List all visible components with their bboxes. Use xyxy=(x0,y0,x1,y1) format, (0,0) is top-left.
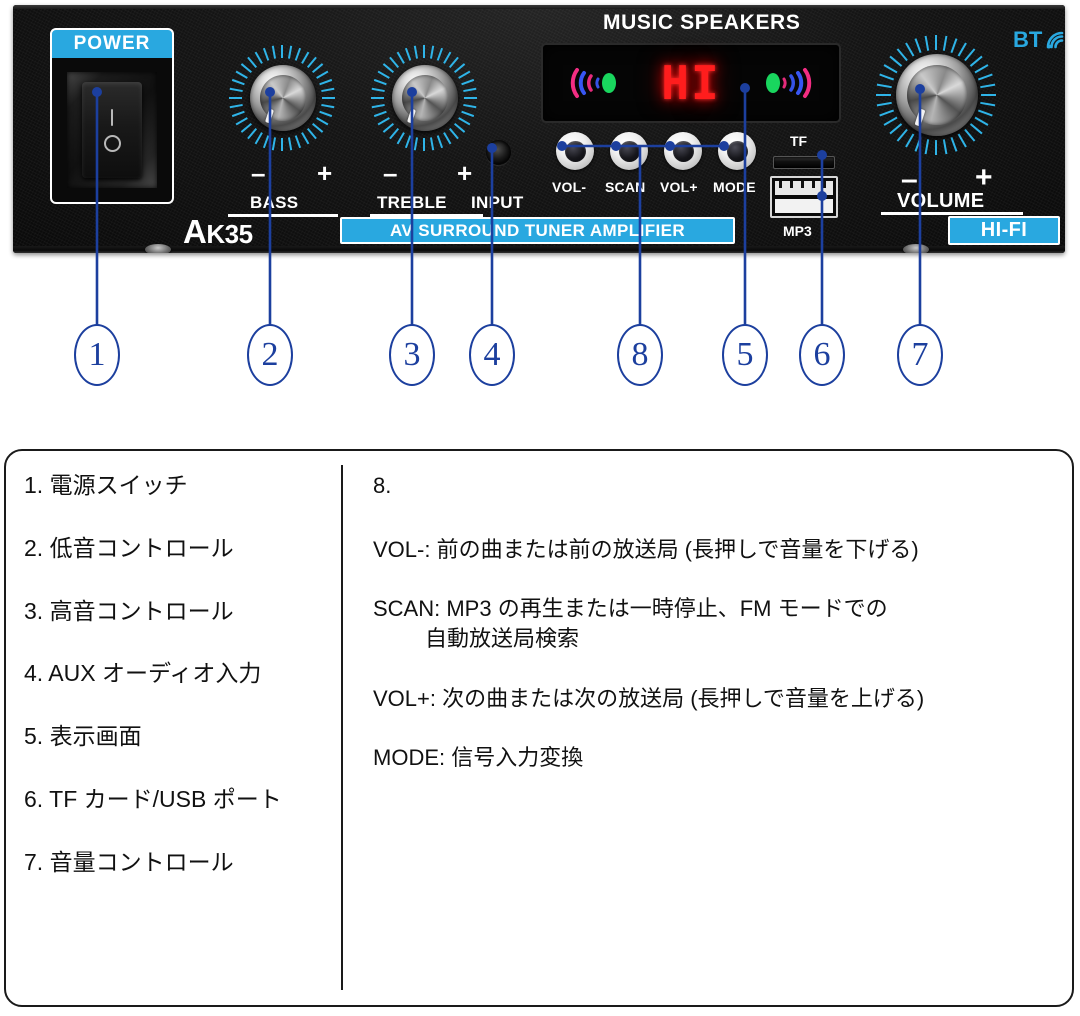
bt-signal-icon xyxy=(1047,31,1064,49)
tf-label: TF xyxy=(790,133,808,149)
power-rocker-switch[interactable] xyxy=(82,82,142,178)
legend-right-item-line1: MODE: 信号入力変換 xyxy=(373,745,584,771)
legend-right-item-line1: VOL-: 前の曲または前の放送局 (長押しで音量を下げる) xyxy=(373,536,919,562)
bass-underline xyxy=(228,214,338,217)
treble-minus-icon: – xyxy=(383,158,398,188)
panel-texture xyxy=(13,5,1065,253)
scan-button[interactable] xyxy=(610,132,648,170)
vol-up-button-label: VOL+ xyxy=(660,179,698,195)
legend-left-item: 5. 表示画面 xyxy=(24,723,142,749)
amplifier-front-panel: POWER – + BASS – + TREBLE xyxy=(13,5,1065,253)
panel-foot-right xyxy=(903,244,929,253)
legend-left-item: 7. 音量コントロール xyxy=(24,848,234,875)
panel-bottom-edge xyxy=(13,246,1065,253)
volume-plus-icon: + xyxy=(975,161,993,194)
power-off-icon xyxy=(103,134,121,152)
bass-knob[interactable] xyxy=(228,43,338,153)
input-label: INPUT xyxy=(471,193,524,212)
legend-box: 1. 電源スイッチ 2. 低音コントロール 3. 高音コントロール 4. AUX オー… xyxy=(4,449,1074,1007)
volume-knob-ticks xyxy=(875,33,999,157)
legend-right-column: 8. VOL-: 前の曲または前の放送局 (長押しで音量を下げる) SCAN: M… xyxy=(373,471,1053,803)
usb-slot-bottom xyxy=(775,199,833,213)
av-surround-banner: AV SURROUND TUNER AMPLIFIER xyxy=(340,217,735,244)
music-speakers-title: MUSIC SPEAKERS xyxy=(603,11,801,34)
volume-knob[interactable] xyxy=(875,33,999,157)
legend-left-item: 1. 電源スイッチ xyxy=(24,472,188,498)
sound-wave-left-icon xyxy=(557,60,619,106)
power-label: POWER xyxy=(50,28,174,60)
usb-tongue xyxy=(775,181,833,195)
vol-down-button-label: VOL- xyxy=(552,179,587,195)
power-on-icon xyxy=(111,108,113,126)
legend-left-list: 1. 電源スイッチ 2. 低音コントロール 3. 高音コントロール 4. AUX オー… xyxy=(24,471,334,876)
hifi-banner: HI-FI xyxy=(948,216,1060,245)
power-switch-block[interactable]: POWER xyxy=(50,28,174,204)
treble-knob-cap[interactable] xyxy=(392,65,458,131)
callout-leader-lines xyxy=(92,83,925,325)
bass-knob-ticks xyxy=(228,43,338,153)
power-switch-frame[interactable] xyxy=(50,58,174,204)
bass-plus-icon: + xyxy=(317,158,333,188)
bass-minus-icon: – xyxy=(251,158,266,188)
legend-left-item: 4. AUX オーディオ入力 xyxy=(24,660,262,687)
legend-right-item-line1: VOL+: 次の曲または次の放送局 (長押しで音量を上げる) xyxy=(373,685,925,711)
legend-right-item-line2: 自動放送局検索 xyxy=(425,626,580,652)
treble-plus-icon: + xyxy=(457,158,473,188)
legend-right-item: VOL-: 前の曲または前の放送局 (長押しで音量を下げる) xyxy=(373,535,1053,565)
bass-label: BASS xyxy=(250,193,299,212)
bt-label: BT xyxy=(1013,27,1043,52)
led-display-screen: HI xyxy=(541,43,841,123)
sound-wave-right-icon xyxy=(763,60,825,106)
mp3-label: MP3 xyxy=(783,223,812,239)
treble-underline xyxy=(370,214,483,217)
legend-right-item: MODE: 信号入力変換 xyxy=(373,743,1053,773)
legend-right-heading: 8. xyxy=(373,473,392,498)
usb-mp3-port[interactable] xyxy=(770,176,838,218)
bass-knob-cap[interactable] xyxy=(250,65,316,131)
rocker-well xyxy=(67,72,157,188)
volume-knob-cap[interactable] xyxy=(896,54,978,136)
treble-knob[interactable] xyxy=(370,43,480,153)
display-value: HI xyxy=(661,56,721,110)
vol-up-button[interactable] xyxy=(664,132,702,170)
legend-divider xyxy=(341,465,343,990)
treble-knob-ticks xyxy=(370,43,480,153)
panel-top-edge xyxy=(13,5,1065,9)
legend-right-item: VOL+: 次の曲または次の放送局 (長押しで音量を上げる) xyxy=(373,684,1053,714)
legend-left-item: 2. 低音コントロール xyxy=(24,534,234,561)
model-name: AK35 xyxy=(183,213,253,250)
mode-button[interactable] xyxy=(718,132,756,170)
vol-down-button[interactable] xyxy=(556,132,594,170)
panel-foot-left xyxy=(145,244,171,253)
volume-minus-icon: – xyxy=(901,163,918,196)
volume-underline xyxy=(881,212,1023,215)
legend-left-item: 6. TF カード/USB ポート xyxy=(24,785,282,812)
legend-right-item: SCAN: MP3 の再生または一時停止、FM モードでの自動放送局検索 xyxy=(373,594,1053,653)
legend-right-list: VOL-: 前の曲または前の放送局 (長押しで音量を下げる) SCAN: MP3 … xyxy=(373,535,1053,773)
legend-right-item-line1: SCAN: MP3 の再生または一時停止、FM モードでの xyxy=(373,596,888,622)
legend-left-column: 1. 電源スイッチ 2. 低音コントロール 3. 高音コントロール 4. AUX オー… xyxy=(24,471,334,910)
legend-left-item: 3. 高音コントロール xyxy=(24,597,234,624)
scan-button-label: SCAN xyxy=(605,179,646,195)
bluetooth-indicator: BT xyxy=(1013,27,1065,53)
